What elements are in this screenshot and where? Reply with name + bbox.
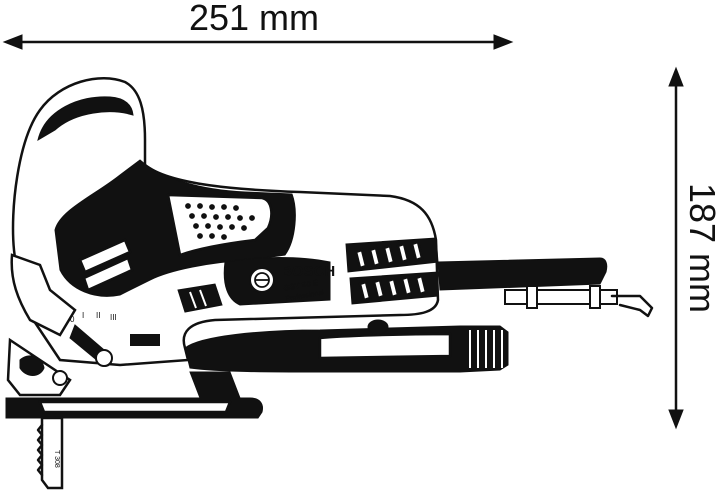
width-label: 251 mm <box>189 0 319 38</box>
speed-dial <box>177 283 223 313</box>
motor-vents <box>345 237 439 305</box>
arrow-right-icon <box>493 34 514 50</box>
front-nose <box>10 253 77 337</box>
base-clamp <box>189 371 241 399</box>
arrow-up-icon <box>668 66 684 87</box>
blade-label: T 308 <box>53 450 60 468</box>
handle-grip-top <box>37 96 134 142</box>
arrow-left-icon <box>2 34 23 50</box>
side-vents <box>78 238 134 292</box>
jigsaw-body: BOSCH GST 90 E Professional <box>5 76 654 490</box>
svg-text:I: I <box>82 311 84 320</box>
logo-panel <box>223 257 331 306</box>
tube-ribs <box>469 330 503 368</box>
brand-text: BOSCH <box>281 263 335 280</box>
svg-text:III: III <box>110 313 117 322</box>
pendulum-scale: 0 I II III <box>70 311 117 324</box>
height-dimension: 187 mm <box>668 66 720 430</box>
sawdust-blower-switch <box>130 334 160 346</box>
height-label: 187 mm <box>682 183 720 313</box>
svg-text:0: 0 <box>70 315 75 324</box>
tube-knob <box>367 319 389 335</box>
saw-blade: T 308 <box>36 416 64 490</box>
power-cord-housing <box>437 257 608 291</box>
switch-dots <box>185 203 255 240</box>
arrow-down-icon <box>668 409 684 430</box>
parallel-guide <box>504 285 654 318</box>
width-dimension: 251 mm <box>2 0 514 50</box>
svg-text:II: II <box>96 311 100 320</box>
